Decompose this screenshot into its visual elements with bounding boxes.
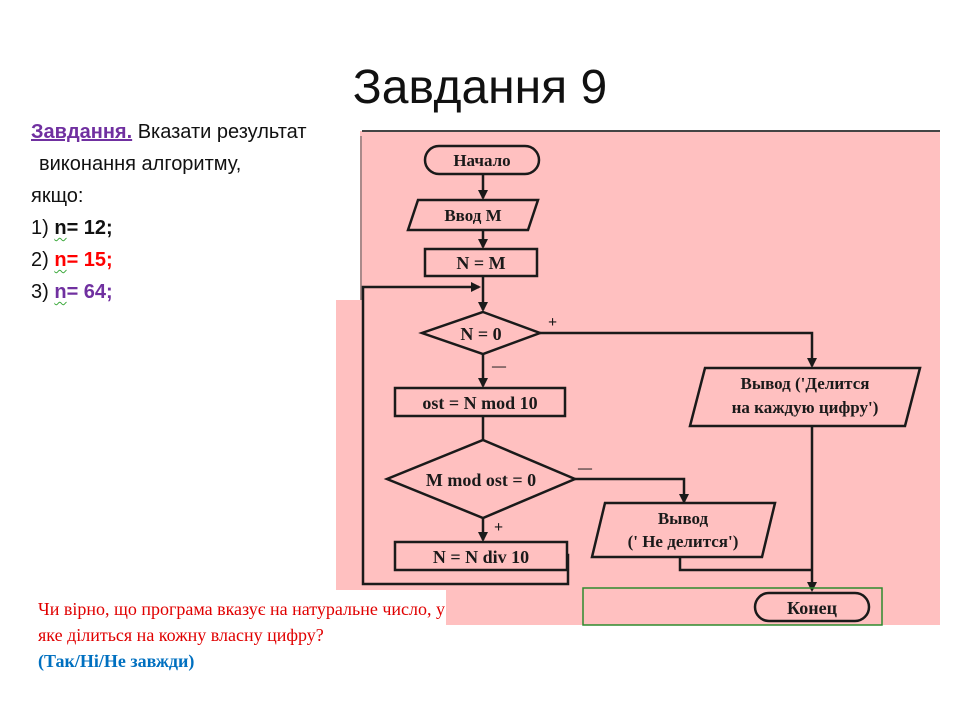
cond1-label: N = 0: [460, 324, 501, 344]
task-item-2-prefix: 2): [31, 249, 55, 271]
question-block: Чи вірно, що програма вказує на натураль…: [38, 596, 448, 674]
output-no-line2: (' Не делится'): [628, 532, 739, 551]
end-frame: [582, 587, 883, 626]
output-no-block: [590, 501, 777, 559]
cond2-label: M mod ost = 0: [426, 470, 536, 490]
task-item-3-value: = 64;: [66, 281, 113, 303]
assign-block: [423, 247, 539, 278]
assign-label: N = M: [456, 253, 505, 273]
cond1-no-sign: —: [491, 359, 507, 374]
div-step-label: N = N div 10: [433, 547, 529, 567]
task-item-2-var: n: [54, 249, 67, 271]
div-step-block: [393, 540, 569, 572]
task-item-1: 1) n= 12;: [31, 212, 366, 244]
start-label: Начало: [453, 151, 510, 170]
flowchart-background-left: [336, 300, 366, 590]
task-line1: Вказати результат: [132, 121, 307, 143]
output-yes-line1: Вывод ('Делится: [740, 374, 869, 393]
task-item-3-var: n: [54, 281, 67, 303]
task-line2: виконання алгоритму,: [39, 153, 242, 175]
task-line3: якщо:: [31, 185, 84, 207]
cond2-no-line: [575, 477, 689, 504]
task-label: Завдання.: [31, 121, 133, 143]
cond2-yes-sign: +: [494, 519, 503, 536]
task-item-3: 3) n= 64;: [31, 276, 366, 308]
end-terminator: [753, 591, 871, 623]
task-item-3-prefix: 3): [31, 281, 55, 303]
output-no-to-end: [678, 557, 812, 572]
cond1-yes-line: [540, 331, 817, 368]
input-label: Ввод M: [444, 206, 501, 225]
task-item-2: 2) n= 15;: [31, 244, 366, 276]
output-no-line1: Вывод: [658, 509, 709, 528]
task-block: Завдання. Вказати результат виконання ал…: [31, 116, 366, 308]
input-block: [406, 198, 540, 232]
end-label: Конец: [787, 598, 838, 618]
mod-step-block: [393, 386, 567, 418]
cond1-yes-sign: +: [548, 314, 557, 331]
question-text: Чи вірно, що програма вказує на натураль…: [38, 599, 446, 645]
task-item-1-value: = 12;: [66, 217, 113, 239]
task-intro: Завдання. Вказати результат: [31, 116, 366, 148]
question-answers: (Так/Ні/Не завжди): [38, 651, 195, 671]
task-item-1-var: n: [54, 217, 67, 239]
mod-step-label: ost = N mod 10: [422, 393, 537, 413]
slide-title: Завдання 9: [352, 61, 608, 114]
cond2-no-sign: —: [577, 461, 593, 476]
task-item-2-value: = 15;: [66, 249, 113, 271]
output-yes-line2: на каждую цифру'): [732, 398, 879, 417]
task-item-1-prefix: 1): [31, 217, 55, 239]
question-mask: [336, 590, 446, 630]
output-yes-block: [688, 366, 922, 428]
